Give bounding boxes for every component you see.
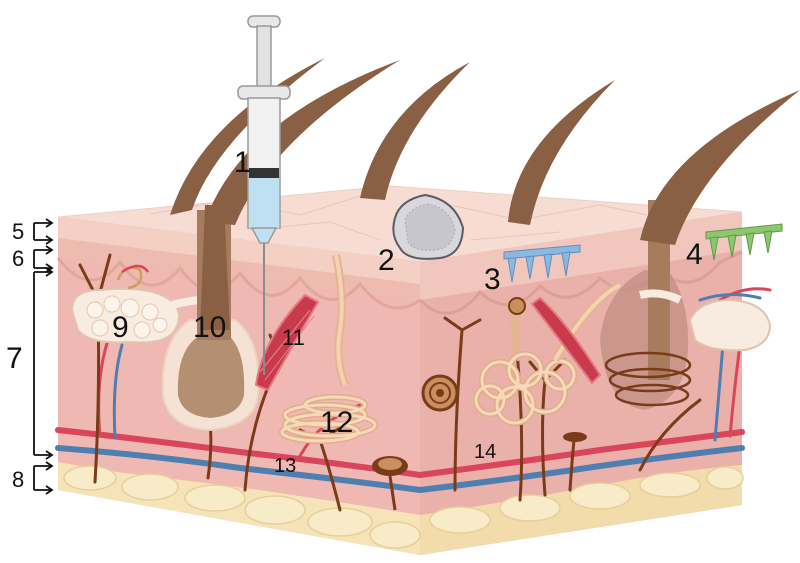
label-1: 1 <box>234 146 251 179</box>
label-4: 4 <box>686 238 703 271</box>
label-14: 14 <box>474 441 496 463</box>
label-2: 2 <box>378 244 395 277</box>
syringe-stopper <box>249 168 279 178</box>
label-10: 10 <box>193 311 226 344</box>
syringe-liquid <box>249 178 279 228</box>
label-8: 8 <box>12 467 24 492</box>
label-5: 5 <box>12 219 24 244</box>
label-13: 13 <box>274 455 296 477</box>
layer-brackets <box>34 219 52 494</box>
syringe-flange <box>238 86 290 99</box>
label-6: 6 <box>12 246 24 271</box>
label-11: 11 <box>282 325 305 350</box>
label-3: 3 <box>484 263 501 296</box>
label-12: 12 <box>320 406 353 439</box>
syringe-plunger-rod <box>257 26 271 90</box>
label-7: 7 <box>6 342 23 375</box>
label-9: 9 <box>112 311 129 344</box>
